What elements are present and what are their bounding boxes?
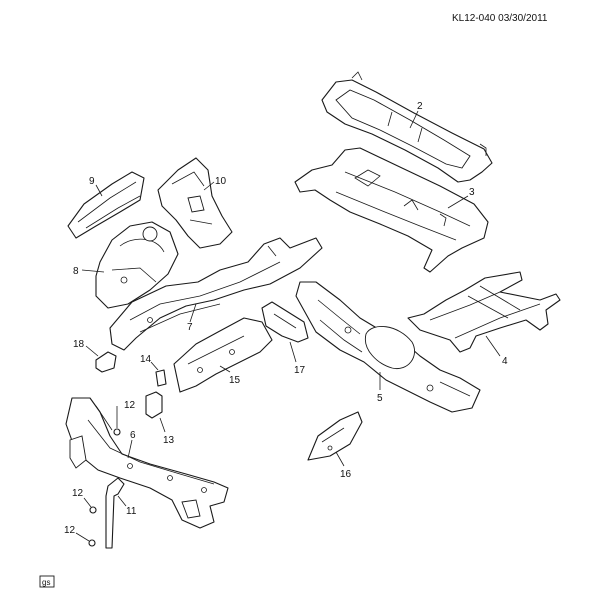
callout-17: 17 bbox=[294, 365, 306, 376]
callout-12-middle: 12 bbox=[72, 488, 84, 499]
part-11-support-bracket bbox=[105, 477, 125, 549]
part-15-apron-panel bbox=[173, 317, 273, 393]
part-18-mount bbox=[95, 351, 117, 373]
callout-5: 5 bbox=[377, 393, 383, 404]
part-6-front-lower-rail bbox=[65, 397, 229, 529]
part-17-brace bbox=[261, 301, 309, 343]
callout-4: 4 bbox=[502, 356, 508, 367]
part-12-bolt-fasteners bbox=[88, 428, 121, 547]
callout-12-lower: 12 bbox=[64, 525, 76, 536]
callout-6: 6 bbox=[130, 430, 136, 441]
part-13-mount-bracket bbox=[145, 391, 163, 419]
part-4-floor-cross-frame bbox=[407, 271, 561, 353]
callout-9: 9 bbox=[89, 176, 95, 187]
callout-12-upper: 12 bbox=[124, 400, 136, 411]
callout-8: 8 bbox=[73, 266, 79, 277]
gs-badge: gs bbox=[39, 575, 55, 588]
callout-2: 2 bbox=[417, 101, 423, 112]
diagram-reference-code: KL12-040 03/30/2011 bbox=[452, 13, 548, 24]
part-5-front-bulkhead-assembly bbox=[295, 281, 481, 413]
leader-lines bbox=[75, 110, 501, 542]
part-2-cowl-upper-frame bbox=[321, 71, 493, 183]
callout-labels: 2 3 4 5 6 7 8 9 10 11 12 12 12 13 14 15 … bbox=[64, 101, 508, 536]
callout-11: 11 bbox=[126, 506, 137, 517]
part-9-upper-shotgun-rail bbox=[67, 171, 145, 239]
gs-badge-label: gs bbox=[42, 578, 50, 587]
part-14-clip bbox=[155, 369, 167, 387]
part-3-dash-panel bbox=[294, 147, 489, 273]
part-16-heat-shield bbox=[307, 411, 363, 461]
callout-15: 15 bbox=[229, 375, 241, 386]
callout-3: 3 bbox=[469, 187, 475, 198]
part-10-pillar-reinforcement bbox=[157, 157, 233, 249]
callout-16: 16 bbox=[340, 469, 352, 480]
callout-7: 7 bbox=[187, 322, 193, 333]
callout-13: 13 bbox=[163, 435, 175, 446]
part-7-front-upper-rail bbox=[109, 237, 323, 351]
part-8-wheelhouse-panel bbox=[95, 221, 179, 309]
callout-18: 18 bbox=[73, 339, 85, 350]
callout-14: 14 bbox=[140, 354, 152, 365]
callout-10: 10 bbox=[215, 176, 227, 187]
